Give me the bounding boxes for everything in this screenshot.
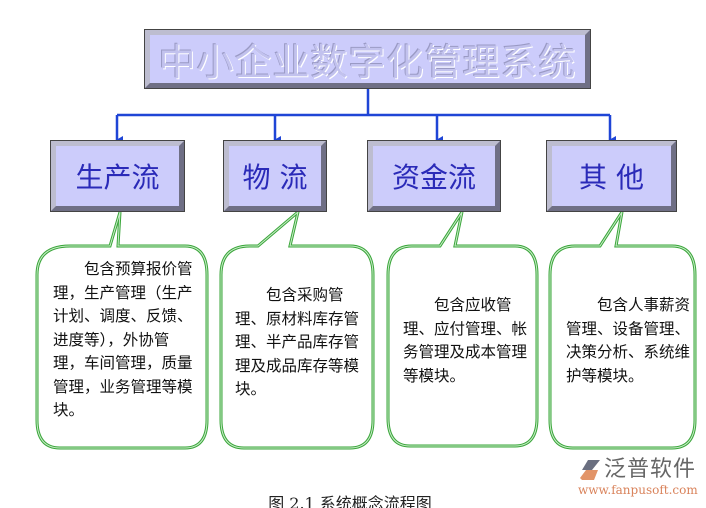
category-label: 生产流 [75,161,160,194]
category-label: 物 流 [242,161,308,194]
logo-url: www.fanpusoft.com [578,483,698,497]
category-box-capital: 资金流 [367,140,501,212]
category-label: 资金流 [391,161,476,194]
callout-text-capital: 包含应收管理、应付管理、帐务管理及成本管理等模块。 [403,296,528,385]
fanpusoft-logo: 泛普软件 www.fanpusoft.com [578,458,703,498]
logo-mark-icon [580,460,600,480]
callout-text-other: 包含人事薪资管理、设备管理、决策分析、系统维护等模块。 [566,296,691,385]
callout-text-logistics: 包含采购管理、原材料库存管理、半产品库存管理及成品库存等模块。 [235,286,360,398]
system-title-box: 中小企业数字化管理系统 [144,29,591,89]
figure-caption: 图 2.1 系统概念流程图 [268,494,432,508]
logo-name: 泛普软件 [604,457,697,482]
category-label: 其 他 [579,161,644,194]
system-title: 中小企业数字化管理系统 [158,41,577,84]
category-box-logistics: 物 流 [223,140,327,212]
connector-lines [115,88,616,144]
callout-text-production: 包含预算报价管理，生产管理（生产计划、调度、反馈、进度等），外协管理，车间管理，… [53,260,193,419]
category-box-production: 生产流 [50,140,185,212]
category-box-other: 其 他 [546,140,677,212]
